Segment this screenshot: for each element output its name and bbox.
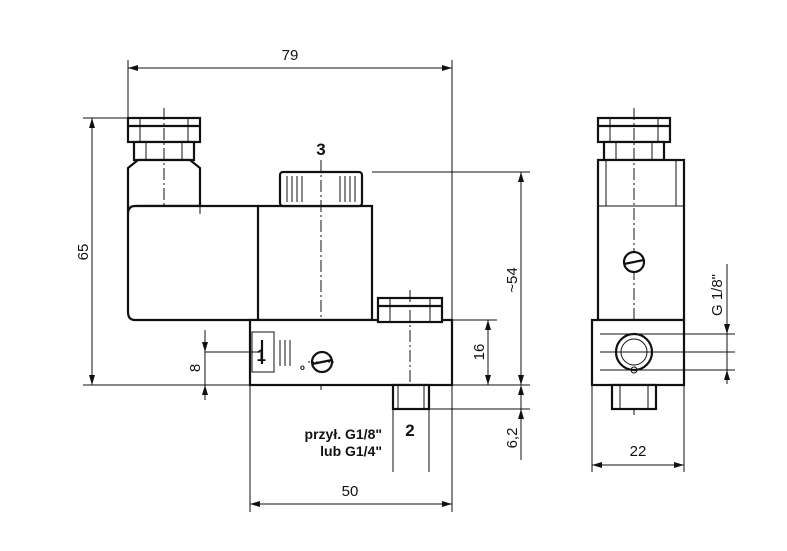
dim-label-16: 16 — [471, 344, 488, 361]
dim-label-54: ~54 — [504, 267, 521, 292]
dim-g18: G 1/8" — [709, 264, 730, 384]
connector-plug — [126, 108, 202, 215]
dim-8: 8 — [187, 330, 260, 400]
solenoid-coil — [126, 204, 374, 322]
bottom-stub: 2 przył. G1/8" lub G1/4" — [305, 383, 431, 472]
front-view: 79 65 — [75, 47, 530, 512]
dim-22: 22 — [591, 385, 685, 472]
valve-base: 1 o — [248, 318, 454, 387]
connection-note-line1: przył. G1/8" — [305, 426, 382, 442]
hex-fitting-top — [376, 290, 444, 395]
dim-label-8: 8 — [187, 364, 204, 372]
dim-6-2: 6,2 — [429, 385, 530, 460]
dim-50: 50 — [249, 385, 453, 512]
svg-text:o: o — [300, 363, 305, 372]
dim-label-65: 65 — [75, 244, 92, 261]
side-view: G 1/8" 22 — [590, 108, 735, 472]
dim-label-50: 50 — [342, 483, 359, 500]
dim-label-6-2: 6,2 — [504, 428, 521, 449]
dim-54: ~54 — [372, 171, 530, 386]
port-label-1: 1 — [257, 346, 266, 365]
dim-label-79: 79 — [282, 47, 299, 64]
dim-16: 16 — [452, 319, 497, 385]
port-label-2: 2 — [405, 421, 414, 440]
dim-label-22: 22 — [630, 443, 647, 460]
dim-label-g18: G 1/8" — [709, 274, 726, 316]
port-label-3: 3 — [316, 140, 325, 159]
connection-note-line2: lub G1/4" — [320, 443, 382, 459]
